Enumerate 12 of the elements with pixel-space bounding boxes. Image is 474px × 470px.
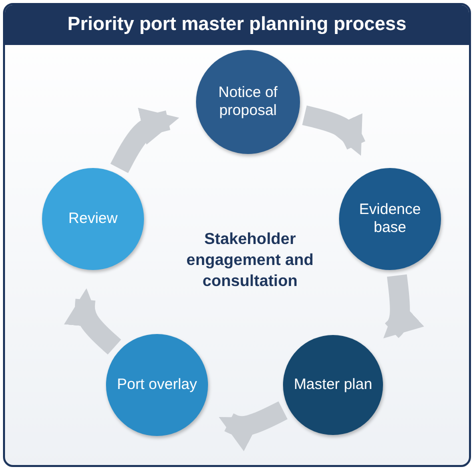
curved-arrow [302,106,366,156]
step-label: Master plan [293,376,373,394]
step-label: Port overlay [116,376,198,394]
step-label: Review [67,210,119,228]
curved-arrow [64,288,122,355]
curved-arrow [383,273,424,339]
process-circle [42,168,144,270]
process-circle [283,335,383,435]
step-label: Notice of proposal [217,84,279,120]
title-bar: Priority port master planning process [5,5,469,45]
step-label: Evidence base [358,201,422,237]
center-text: Stakeholder engagement and consultation [185,230,315,292]
